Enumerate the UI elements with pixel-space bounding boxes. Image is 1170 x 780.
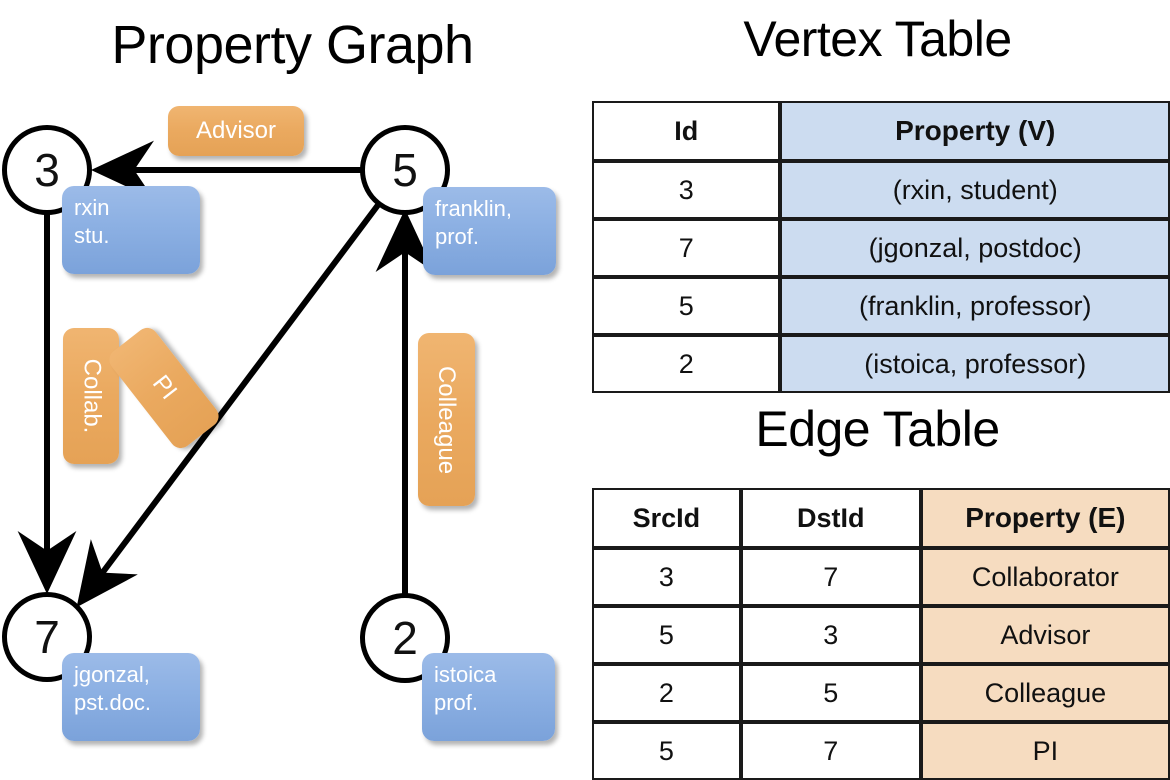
- edge-table-title: Edge Table: [755, 401, 1000, 457]
- node-5-id: 5: [392, 144, 418, 196]
- vertex-table-title: Vertex Table: [743, 11, 1012, 67]
- advisor-label: Advisor: [168, 106, 304, 156]
- node-2-prop-line-1: istoica: [434, 662, 497, 687]
- vertex-table-header-row: Id Property (V): [592, 101, 1170, 161]
- node-3-property-box: rxin stu.: [62, 186, 200, 274]
- edge-table-header-row: SrcId DstId Property (E): [592, 488, 1170, 548]
- vertex-cell-id: 3: [592, 161, 781, 219]
- vertex-cell-property: (rxin, student): [780, 161, 1170, 219]
- node-3-prop-line-2: stu.: [74, 223, 110, 249]
- vertex-cell-id: 5: [592, 277, 781, 335]
- node-5[interactable]: 5: [360, 125, 450, 215]
- table-row: 7 (jgonzal, postdoc): [592, 219, 1170, 277]
- vertex-cell-id: 2: [592, 335, 781, 393]
- property-graph-panel: Property Graph Advisor Collab. PI: [0, 0, 585, 760]
- edge-cell-srcid: 3: [592, 548, 741, 606]
- vertex-cell-property: (jgonzal, postdoc): [780, 219, 1170, 277]
- node-5-prop-line-1: franklin,: [435, 196, 513, 221]
- collab-label-text: Collab.: [78, 358, 105, 434]
- node-2-prop-line-2: prof.: [434, 690, 479, 716]
- node-7-prop-line-2: pst.doc.: [74, 690, 152, 716]
- edge-cell-srcid: 5: [592, 606, 741, 664]
- edge-header-dstid: DstId: [740, 488, 921, 548]
- table-row: 5 7 PI: [592, 722, 1170, 780]
- vertex-header-property: Property (V): [780, 101, 1170, 161]
- vertex-table: Id Property (V) 3 (rxin, student) 7 (jgo…: [592, 101, 1170, 393]
- edge-cell-dstid: 7: [740, 722, 921, 780]
- edge-cell-dstid: 3: [740, 606, 921, 664]
- table-row: 2 (istoica, professor): [592, 335, 1170, 393]
- table-row: 2 5 Colleague: [592, 664, 1170, 722]
- property-graph-title: Property Graph: [111, 15, 474, 75]
- node-2[interactable]: 2: [360, 593, 450, 683]
- edge-table: SrcId DstId Property (E) 3 7 Collaborato…: [592, 488, 1170, 780]
- edge-header-srcid: SrcId: [592, 488, 741, 548]
- node-7-prop-line-1: jgonzal,: [74, 662, 150, 687]
- advisor-label-text: Advisor: [195, 117, 277, 144]
- vertex-cell-property: (franklin, professor): [780, 277, 1170, 335]
- table-row: 5 (franklin, professor): [592, 277, 1170, 335]
- edge-cell-dstid: 7: [740, 548, 921, 606]
- edge-cell-dstid: 5: [740, 664, 921, 722]
- node-2-property-box: istoica prof.: [422, 653, 555, 741]
- table-row: 3 (rxin, student): [592, 161, 1170, 219]
- edge-5-to-7-pi: [76, 203, 381, 608]
- colleague-label: Colleague: [418, 333, 475, 506]
- node-5-prop-line-2: prof.: [435, 224, 480, 250]
- edge-cell-property: Advisor: [920, 606, 1170, 664]
- colleague-label-text: Colleague: [433, 365, 461, 474]
- node-7-property-box: jgonzal, pst.doc.: [62, 653, 200, 741]
- pi-label-text: PI: [146, 370, 183, 405]
- node-3-id: 3: [34, 144, 60, 196]
- collab-label: Collab.: [63, 328, 119, 464]
- node-7-id: 7: [34, 611, 60, 663]
- edge-cell-srcid: 5: [592, 722, 741, 780]
- table-row: 3 7 Collaborator: [592, 548, 1170, 606]
- graph-edges-svg: [17, 140, 435, 608]
- table-row: 5 3 Advisor: [592, 606, 1170, 664]
- node-5-property-box: franklin, prof.: [423, 187, 556, 275]
- edge-cell-srcid: 2: [592, 664, 741, 722]
- node-2-id: 2: [392, 612, 418, 664]
- node-3-prop-line-1: rxin: [74, 195, 110, 220]
- edge-cell-property: PI: [920, 722, 1170, 780]
- edge-header-property: Property (E): [920, 488, 1170, 548]
- edge-cell-property: Colleague: [920, 664, 1170, 722]
- vertex-header-id: Id: [592, 101, 781, 161]
- edge-cell-property: Collaborator: [920, 548, 1170, 606]
- vertex-cell-property: (istoica, professor): [780, 335, 1170, 393]
- vertex-cell-id: 7: [592, 219, 781, 277]
